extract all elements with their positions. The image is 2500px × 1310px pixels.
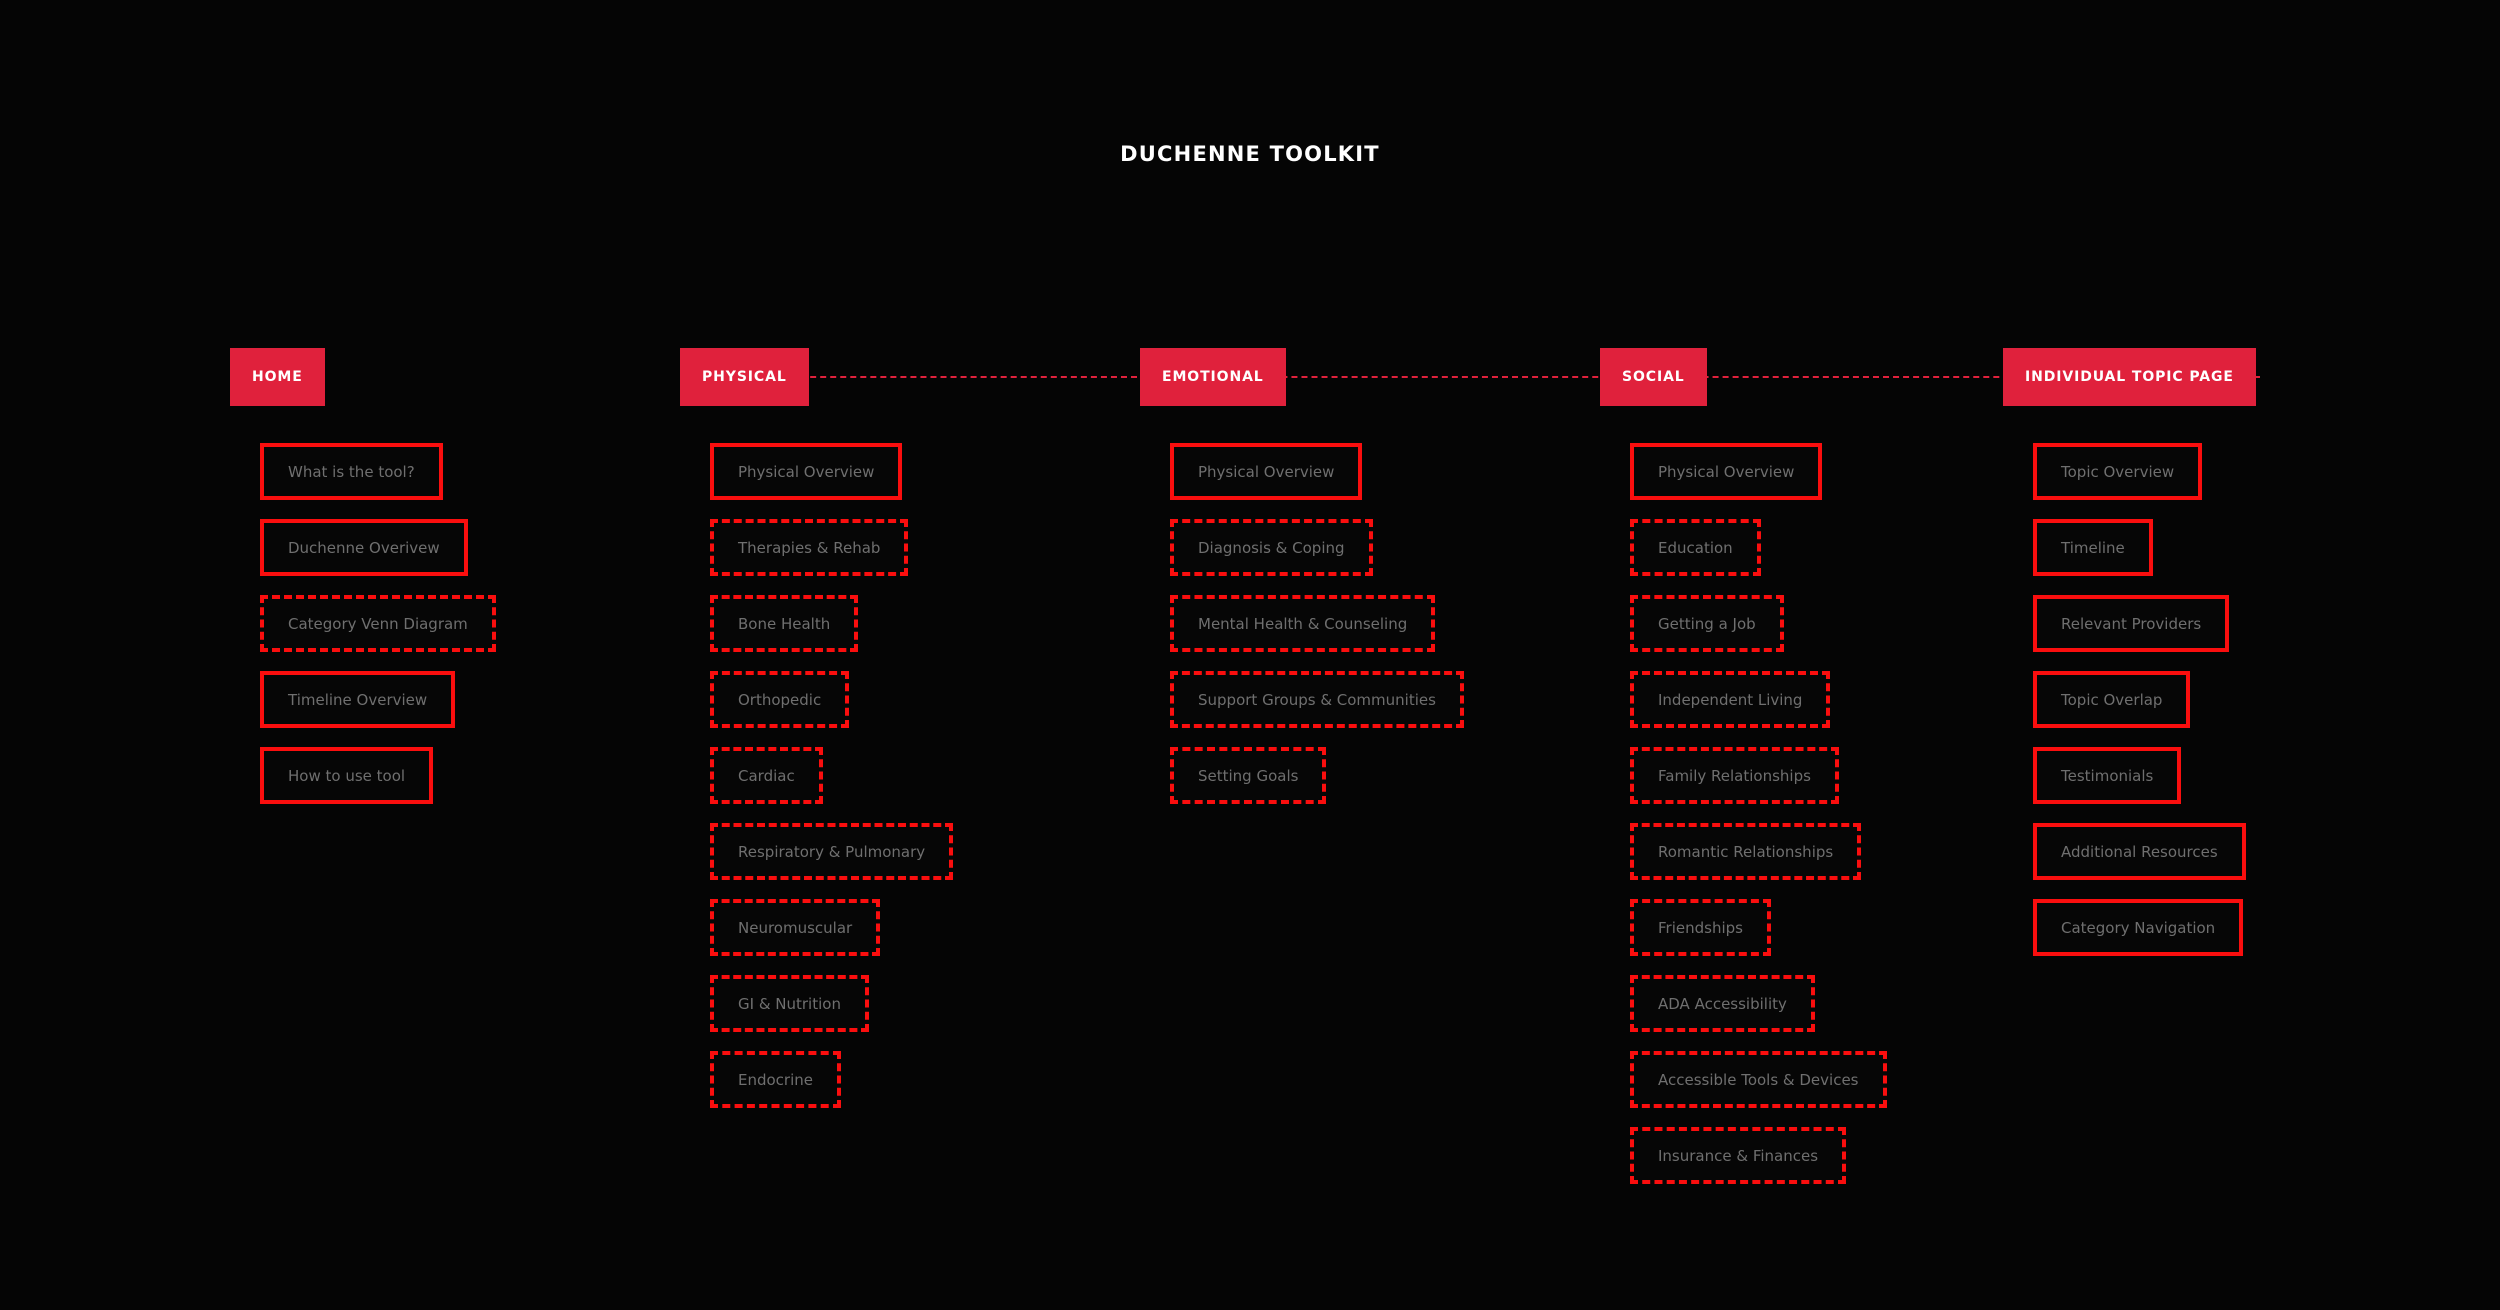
node-box[interactable]: Category Venn Diagram <box>260 595 496 652</box>
node-box[interactable]: Friendships <box>1630 899 1771 956</box>
node-box[interactable]: Physical Overview <box>1630 443 1823 500</box>
node-box[interactable]: Relevant Providers <box>2033 595 2230 652</box>
node-box[interactable]: Setting Goals <box>1170 747 1327 804</box>
node-box[interactable]: Support Groups & Communities <box>1170 671 1464 728</box>
column-header-topic[interactable]: INDIVIDUAL TOPIC PAGE <box>2003 348 2256 406</box>
node-box[interactable]: How to use tool <box>260 747 434 804</box>
node-box[interactable]: Neuromuscular <box>710 899 881 956</box>
column-header-home[interactable]: HOME <box>230 348 325 406</box>
node-box[interactable]: Independent Living <box>1630 671 1831 728</box>
node-box[interactable]: Family Relationships <box>1630 747 1839 804</box>
column-header-physical[interactable]: PHYSICAL <box>680 348 809 406</box>
node-box[interactable]: Respiratory & Pulmonary <box>710 823 954 880</box>
node-box[interactable]: Accessible Tools & Devices <box>1630 1051 1887 1108</box>
node-box[interactable]: Orthopedic <box>710 671 850 728</box>
node-box[interactable]: Getting a Job <box>1630 595 1784 652</box>
node-box[interactable]: Cardiac <box>710 747 823 804</box>
node-box[interactable]: Education <box>1630 519 1761 576</box>
node-box[interactable]: What is the tool? <box>260 443 443 500</box>
node-box[interactable]: Physical Overview <box>710 443 903 500</box>
node-box[interactable]: Timeline Overview <box>260 671 456 728</box>
node-box[interactable]: Physical Overview <box>1170 443 1363 500</box>
node-box[interactable]: Romantic Relationships <box>1630 823 1862 880</box>
node-box[interactable]: Topic Overview <box>2033 443 2203 500</box>
node-box[interactable]: Duchenne Overivew <box>260 519 468 576</box>
node-box[interactable]: GI & Nutrition <box>710 975 869 1032</box>
node-box[interactable]: Endocrine <box>710 1051 841 1108</box>
node-box[interactable]: Testimonials <box>2033 747 2182 804</box>
node-box[interactable]: Diagnosis & Coping <box>1170 519 1373 576</box>
node-box[interactable]: Bone Health <box>710 595 859 652</box>
node-box[interactable]: Insurance & Finances <box>1630 1127 1847 1184</box>
page-title: DUCHENNE TOOLKIT <box>1120 142 1380 166</box>
node-box[interactable]: Category Navigation <box>2033 899 2244 956</box>
node-box[interactable]: Topic Overlap <box>2033 671 2191 728</box>
column-header-social[interactable]: SOCIAL <box>1600 348 1707 406</box>
column-header-emotional[interactable]: EMOTIONAL <box>1140 348 1286 406</box>
node-box[interactable]: Timeline <box>2033 519 2153 576</box>
node-box[interactable]: Mental Health & Counseling <box>1170 595 1436 652</box>
node-box[interactable]: ADA Accessibility <box>1630 975 1815 1032</box>
node-box[interactable]: Additional Resources <box>2033 823 2246 880</box>
node-box[interactable]: Therapies & Rehab <box>710 519 909 576</box>
category-connector-line <box>750 376 2260 378</box>
